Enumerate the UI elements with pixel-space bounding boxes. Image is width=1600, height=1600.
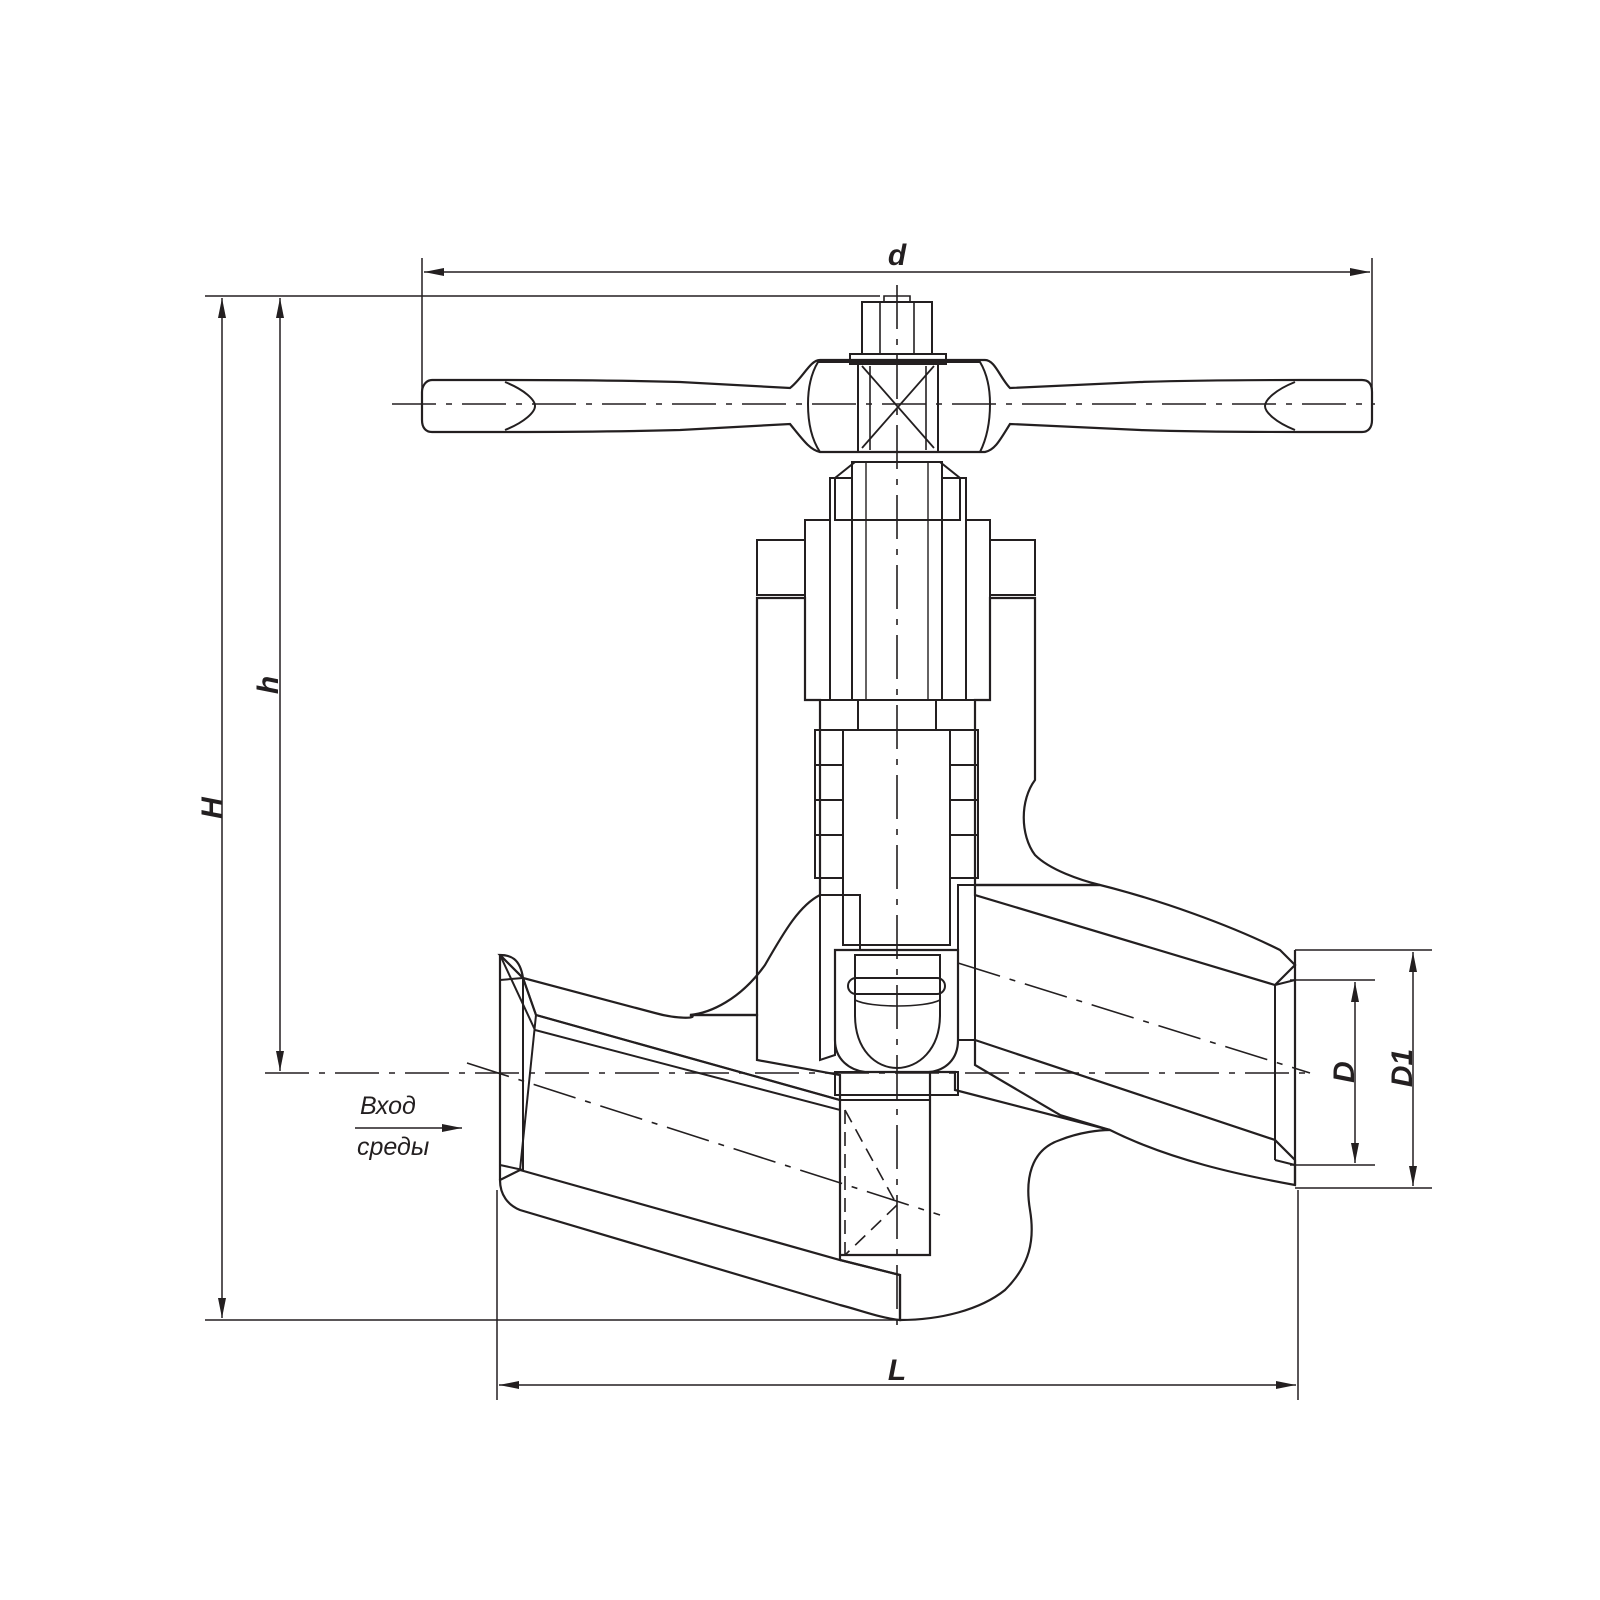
disc-ball [854,954,941,1070]
D1-label: D1 [1386,1049,1419,1087]
outlet-upper-wall [973,883,1297,987]
handwheel-right-grip [1263,381,1296,431]
body-center [819,884,1111,1322]
flow-note-line2: среды [357,1133,429,1161]
square-drive [857,361,939,453]
L-label: L [888,1354,906,1387]
d-label: d [888,239,907,272]
handwheel [420,295,1374,454]
D-label: D [1328,1061,1361,1083]
h-label: h [252,676,285,694]
H-label: H [196,796,229,819]
outlet-axis [957,962,1311,1074]
inlet-axis [466,1062,941,1216]
body-outlet [973,883,1297,1187]
hex-nut-right [989,539,1036,596]
bottom-cavity [839,1099,931,1256]
hex-nut-left [756,539,806,596]
seat [834,1071,959,1096]
hub-left-section [806,361,859,453]
bonnet [689,461,1101,1017]
outlet-lower-wall [973,1038,1297,1187]
dimension-lines [205,258,1432,1400]
inlet-upper-wall [497,953,842,1102]
flow-note-line1: Вход [360,1092,416,1120]
handwheel-left-grip [504,381,537,431]
packing-right [949,729,979,879]
center-lines [265,285,1375,1325]
body-neck-right [973,596,1101,887]
retaining-ring [847,977,946,995]
stem-shaft [842,729,951,946]
stem [842,461,951,946]
handwheel-outline [420,358,1374,454]
hub-right-section [937,361,992,453]
body-bottom-section [838,1070,1111,1322]
body-neck-left [689,596,822,1017]
